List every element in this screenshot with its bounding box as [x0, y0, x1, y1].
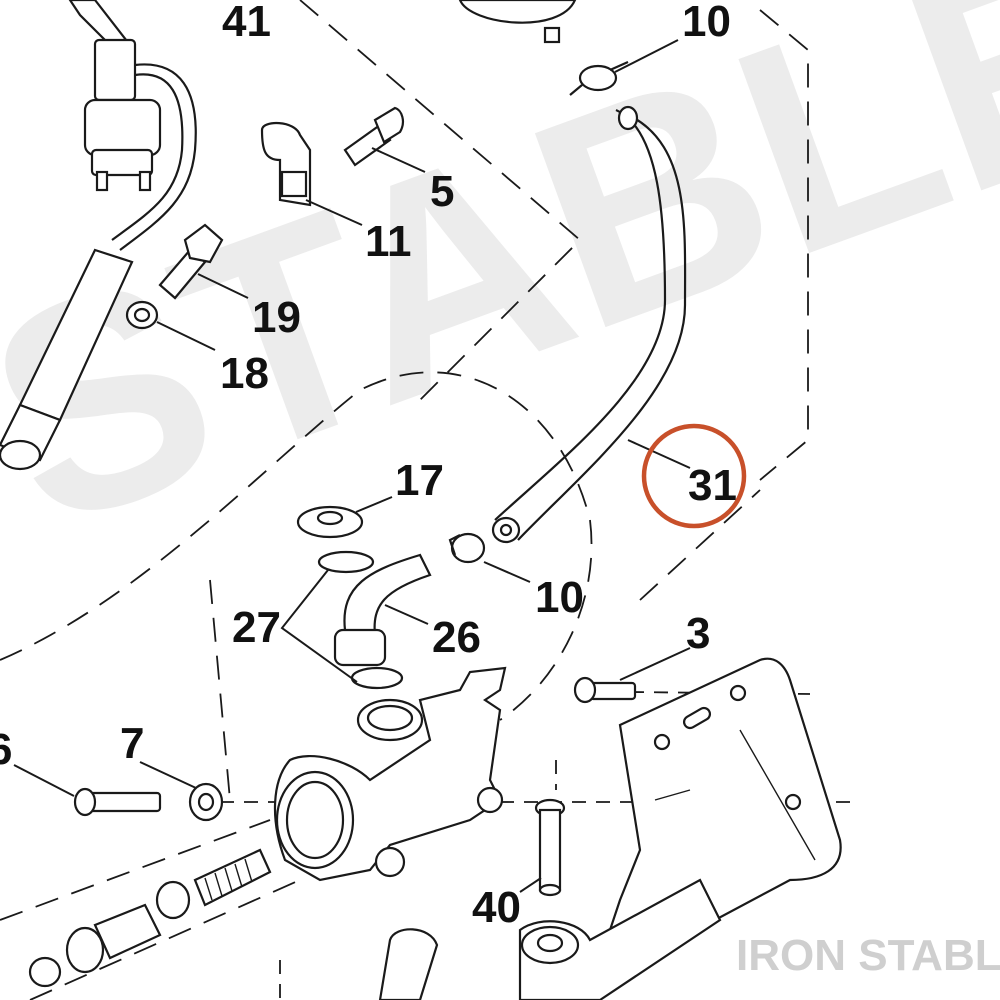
dash-bottom-left-2 — [29, 879, 301, 1000]
callout-labels: 41 10 5 11 19 18 17 31 10 27 26 3 6 7 40 — [0, 0, 737, 932]
part-11-clamp — [260, 122, 312, 207]
dash-bottom-left — [0, 819, 271, 921]
callout-27: 27 — [232, 603, 281, 652]
part-40-pin — [534, 798, 566, 897]
callout-3: 3 — [686, 609, 710, 658]
part-17-cap — [296, 505, 364, 539]
leader-5 — [371, 147, 426, 173]
leader-17 — [355, 496, 393, 513]
part-bracket — [598, 657, 842, 962]
part-10-lower-clamp — [448, 532, 486, 564]
part-3-bolt — [573, 676, 637, 704]
callout-7: 7 — [120, 719, 144, 768]
part-clevis — [378, 878, 722, 1000]
leader-lines — [13, 39, 691, 893]
leader-10-lower — [483, 561, 531, 583]
callout-11: 11 — [365, 217, 412, 266]
callout-26: 26 — [432, 613, 481, 662]
part-41-switch-bracket — [68, 0, 197, 251]
leader-40 — [519, 877, 542, 893]
callout-17: 17 — [395, 456, 444, 505]
part-26-elbow — [333, 553, 432, 667]
part-master-cylinder — [273, 666, 507, 882]
leader-31 — [627, 439, 691, 469]
part-18-washer — [125, 300, 159, 330]
callout-10-lower: 10 — [535, 573, 584, 622]
part-10-upper-clamp — [569, 60, 629, 96]
part-7-washer — [188, 782, 224, 822]
dash-lower-right — [639, 489, 761, 601]
leader-10-upper — [614, 39, 679, 73]
callout-31: 31 — [688, 461, 737, 510]
callout-40: 40 — [472, 883, 521, 932]
part-31-hose — [491, 105, 687, 544]
leader-26 — [384, 604, 429, 625]
watermark-background: STABLE — [0, 0, 1000, 592]
part-rod-left — [0, 248, 134, 471]
leader-6 — [13, 764, 75, 797]
leader-27 — [280, 569, 358, 683]
callout-18: 18 — [220, 349, 269, 398]
watermark-letters: STABLE — [0, 0, 1000, 592]
part-piston-spring — [28, 848, 272, 988]
part-19-banjo-bolt — [158, 223, 224, 300]
callout-5: 5 — [430, 167, 454, 216]
dash-left-loop — [209, 579, 231, 801]
callout-41: 41 — [222, 0, 271, 46]
watermark-brand: IRON STABLE — [736, 931, 1000, 980]
leader-3 — [619, 647, 691, 681]
leader-7 — [139, 761, 197, 789]
dash-swirl-left — [0, 371, 591, 661]
part-6-bolt — [73, 787, 162, 817]
highlight-circle-31 — [641, 423, 747, 529]
dash-diagonal-upper — [299, 0, 582, 401]
part-reservoir-top — [458, 0, 577, 44]
leader-19 — [197, 273, 249, 299]
dash-center-vertical — [499, 519, 593, 721]
leader-18 — [156, 321, 216, 351]
callout-6: 6 — [0, 725, 12, 774]
callout-19: 19 — [252, 293, 301, 342]
callout-10-upper: 10 — [682, 0, 731, 46]
leader-11 — [305, 199, 363, 226]
part-27-rings — [317, 550, 404, 690]
part-5-bolt — [343, 106, 404, 167]
